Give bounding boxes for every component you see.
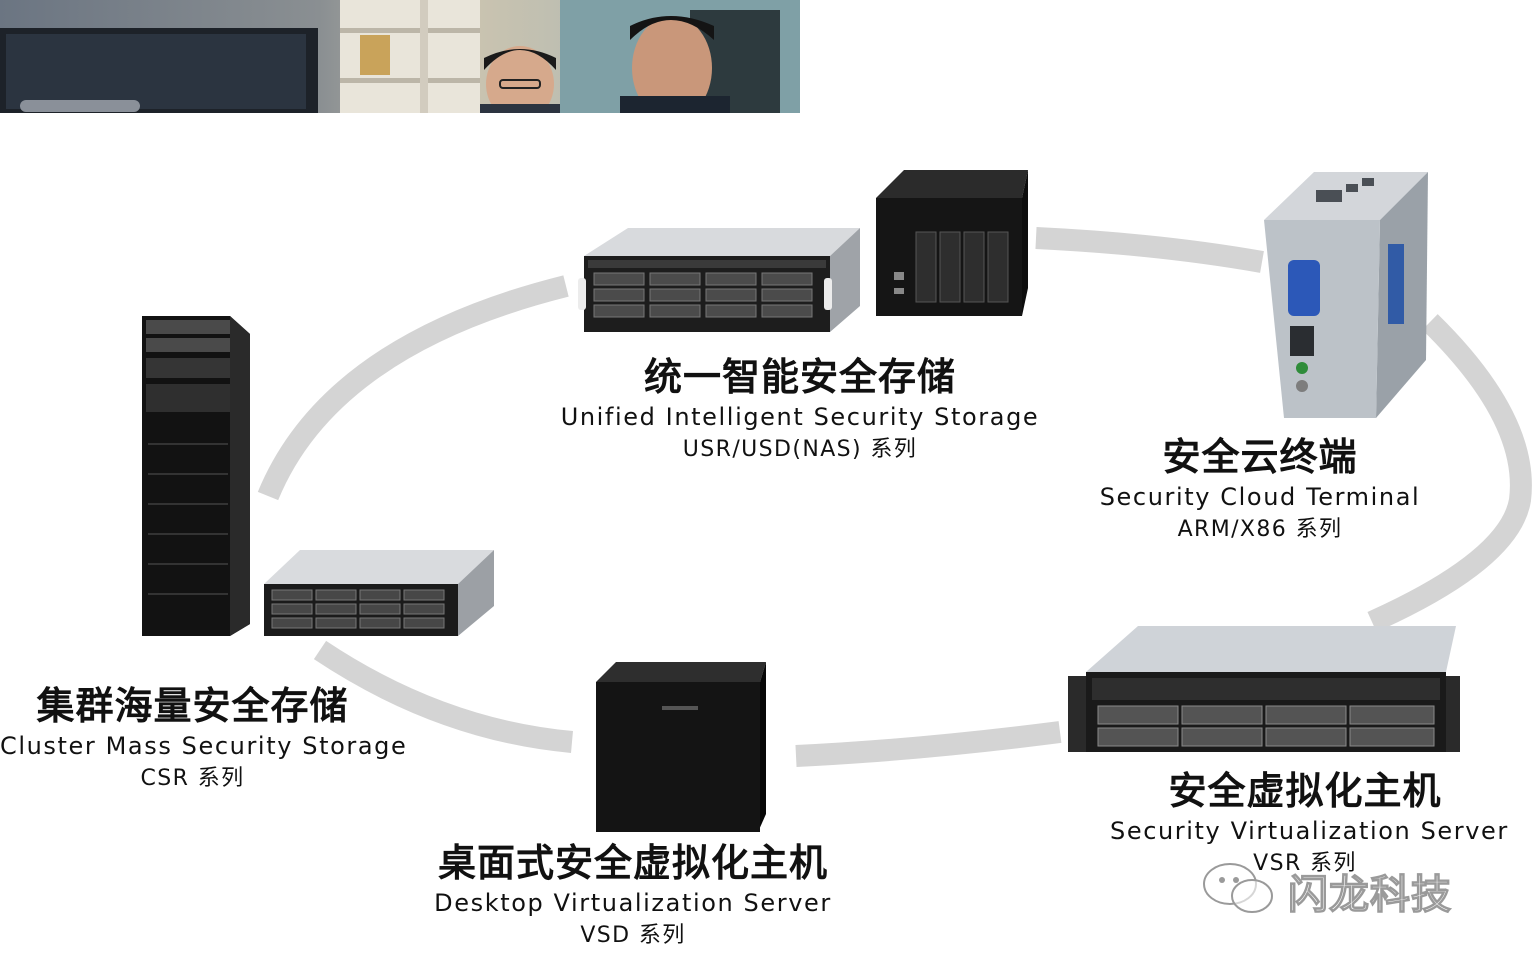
usr-devices-image [578,170,1028,332]
vsr-title-zh: 安全虚拟化主机 [1168,769,1442,813]
usr-series: USR/USD(NAS) 系列 [682,437,918,462]
csr-devices-image [142,316,494,636]
meeting-photo-image [0,0,800,113]
ring-arc-bottom-right [795,721,1062,767]
sct-device-image [1264,172,1428,418]
vsd-title-en: Desktop Virtualization Server [434,889,832,917]
device-brand-text [1388,244,1404,324]
watermark-text: 闪龙科技 [1287,871,1452,918]
ring-arc-top-right [1035,227,1264,273]
vsd-series: VSD 系列 [580,923,686,948]
sct-title-zh: 安全云终端 [1162,435,1358,479]
vsr-device-image [1068,626,1460,752]
ring-arc-bottom-left [313,640,573,753]
usr-label: 统一智能安全存储 Unified Intelligent Security St… [560,354,1040,466]
sct-series: ARM/X86 系列 [1177,517,1343,542]
meeting-photo [0,0,800,113]
csr-label: 集群海量安全存储 Cluster Mass Security Storage C… [0,683,408,795]
vsr-series: VSR 系列 [1253,851,1357,876]
ring-arc-right [1367,314,1532,633]
vsd-device-image [596,662,766,832]
csr-series: CSR 系列 [140,766,245,791]
usr-title-en: Unified Intelligent Security Storage [560,403,1040,431]
vsr-label: 安全虚拟化主机 Security Virtualization Server V… [1110,768,1509,880]
sct-title-en: Security Cloud Terminal [1099,483,1421,511]
usr-title-zh: 统一智能安全存储 [643,355,956,399]
wechat-watermark: 闪龙科技 [1200,856,1500,920]
csr-title-en: Cluster Mass Security Storage [0,732,408,760]
sct-label: 安全云终端 Security Cloud Terminal ARM/X86 系列 [1090,434,1430,546]
vsd-title-zh: 桌面式安全虚拟化主机 [437,841,828,885]
wechat-icon [1203,863,1273,913]
ring-arc-top-left [257,275,569,501]
vsd-label: 桌面式安全虚拟化主机 Desktop Virtualization Server… [428,840,838,952]
vsr-title-en: Security Virtualization Server [1110,817,1509,845]
csr-title-zh: 集群海量安全存储 [36,684,349,728]
